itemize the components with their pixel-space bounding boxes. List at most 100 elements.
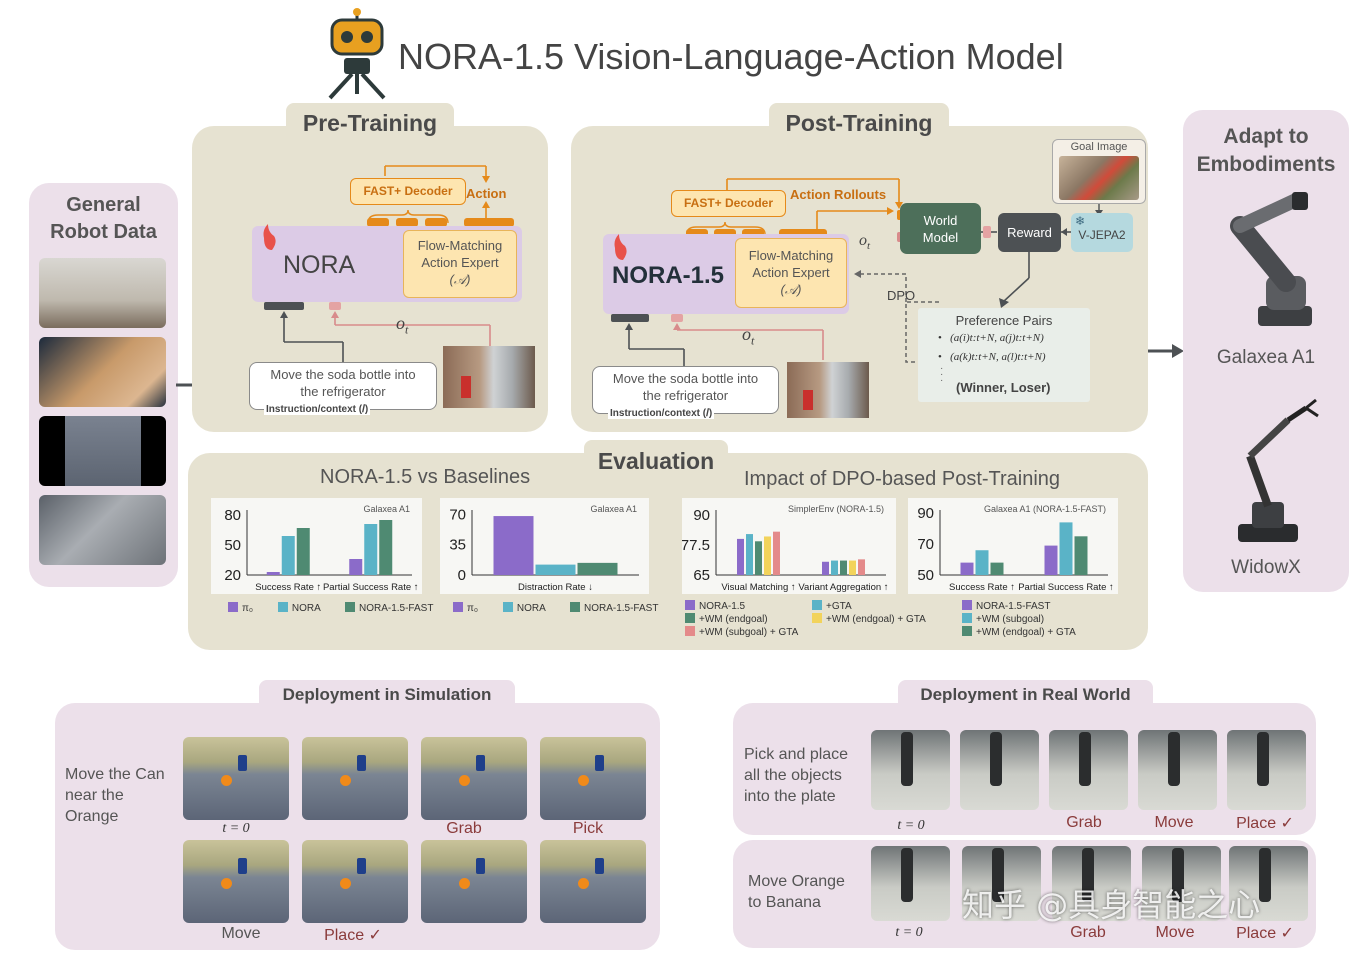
real-frame [1229, 846, 1308, 921]
sim-label-t0: t = 0 [222, 821, 250, 836]
robot-arm-shape [1259, 848, 1271, 902]
snowflake-icon: ❄ [1075, 214, 1086, 228]
y-tick-label: 77.5 [682, 537, 710, 554]
x-tick-label: Visual Matching ↑ [721, 582, 795, 593]
posttraining-decoder: FAST+ Decoder [671, 190, 786, 217]
sim-label-place: Place ✓ [324, 927, 382, 944]
sim-label-grab: Grab [446, 820, 482, 837]
bar [822, 561, 829, 575]
y-tick-label: 35 [449, 537, 466, 554]
robot-data-photo-1 [39, 258, 166, 328]
robot-widowx-label: WidowX [1231, 557, 1301, 578]
preference-row-2: • (a(k)t:t+N, a(l)t:t+N) [938, 351, 1046, 363]
real-frame [871, 846, 950, 921]
legend-item: +WM (endgoal) + GTA [812, 613, 926, 626]
bar [1059, 522, 1073, 575]
pretraining-action-label: Action [466, 186, 507, 201]
robot-data-photo-3 [39, 416, 166, 486]
chart-label: Galaxea A1 [363, 504, 410, 514]
pretraining-expert-line1: Flow-Matching [417, 238, 503, 253]
legend-item: NORA-1.5 [685, 600, 798, 613]
robot-arm-shape [1257, 732, 1269, 786]
eval-right-title: Impact of DPO-based Post-Training [744, 468, 1061, 490]
eval-left-title: NORA-1.5 vs Baselines [320, 466, 531, 488]
legend-dpo-real: NORA-1.5-FAST +WM (subgoal) +WM (endgoal… [962, 600, 1076, 639]
pretraining-expert-symbol: (𝒜) [449, 272, 471, 287]
sim-task-line3: Orange [65, 808, 119, 825]
preference-pairs-title: Preference Pairs [955, 313, 1053, 328]
posttraining-instruction-box: Move the soda bottle into the refrigerat… [592, 366, 779, 414]
real-frame [1052, 846, 1131, 921]
posttraining-instruction-line2: the refrigerator [642, 388, 729, 403]
preference-pairs-box: Preference Pairs • (a(i)t:t+N, a(j)t:t+N… [918, 308, 1090, 402]
x-tick-label: Success Rate ↑ [255, 582, 321, 593]
arrow-post-to-adapt [1148, 344, 1184, 358]
real2-label-move: Move [1155, 924, 1195, 941]
adapt-title-line1: Adapt to [1223, 125, 1309, 148]
can-object [238, 858, 247, 874]
sim-frame [421, 840, 527, 923]
real2-label-place: Place ✓ [1236, 925, 1294, 942]
sim-frame [421, 737, 527, 820]
y-tick-label: 20 [224, 567, 241, 584]
legend-item: π₀ [453, 602, 478, 614]
posttraining-obs-near-wm: ot [859, 232, 870, 252]
bar [764, 536, 771, 575]
pretraining-instruction-caption: Instruction/context (𝐼) [264, 404, 371, 415]
bar [535, 564, 576, 575]
general-title-line2: Robot Data [50, 221, 157, 243]
can-object [476, 858, 485, 874]
x-tick-label: Success Rate ↑ [949, 582, 1015, 593]
bar [960, 562, 974, 575]
bar [755, 541, 762, 575]
sim-frame [183, 737, 289, 820]
legend-baselines-1: π₀ NORA NORA-1.5-FAST [228, 602, 433, 614]
posttraining-obs-subscript: t [751, 333, 755, 348]
general-robot-data-title: General Robot Data [29, 192, 178, 246]
dpo-label: DPO [887, 288, 916, 303]
real-task2-line2: to Banana [748, 894, 821, 911]
pretraining-instruction-line2: the refrigerator [300, 384, 386, 399]
bar [1074, 536, 1088, 575]
real1-label-t0: t = 0 [897, 818, 925, 833]
posttraining-fridge-photo [787, 362, 869, 418]
robot-galaxea-label: Galaxea A1 [1216, 347, 1316, 368]
y-tick-label: 70 [917, 536, 934, 553]
real-task1-line3: into the plate [744, 788, 836, 805]
watermark: 知乎 @具身智能之心 [962, 886, 1261, 924]
chart-label: Galaxea A1 (NORA-1.5-FAST) [984, 504, 1106, 514]
pretraining-fridge-photo [443, 346, 535, 408]
legend-baselines-2: π₀ NORA NORA-1.5-FAST [453, 602, 658, 614]
robot-logo-icon [322, 8, 392, 100]
bar [281, 536, 295, 575]
robot-data-photo-2 [39, 337, 166, 407]
bar [840, 560, 847, 575]
y-tick-label: 50 [224, 537, 241, 554]
legend-item: +GTA [812, 600, 926, 613]
legend-item: +WM (subgoal) + GTA [685, 626, 798, 639]
orange-object [221, 878, 232, 889]
legend-item: NORA [502, 602, 545, 614]
preference-row-1-text: (a(i)t:t+N, a(j)t:t+N) [950, 332, 1044, 344]
y-tick-label: 80 [224, 507, 241, 524]
legend-item: +WM (endgoal) [685, 613, 798, 626]
sim-frame [302, 840, 408, 923]
robot-arm-shape [992, 848, 1004, 902]
legend-item: NORA [277, 602, 320, 614]
robot-arm-shape [1168, 732, 1180, 786]
legend-dpo-sim-2: +GTA +WM (endgoal) + GTA [812, 600, 926, 626]
posttraining-expert-line1: Flow-Matching [748, 248, 834, 263]
bar [493, 516, 534, 575]
posttraining-tab: Post-Training [769, 103, 949, 139]
can-object [357, 858, 366, 874]
sim-tab: Deployment in Simulation [259, 680, 515, 710]
general-title-line1: General [66, 194, 141, 216]
orange-object [459, 878, 470, 889]
robot-data-photo-4 [39, 495, 166, 565]
wm-obs-subscript: t [867, 240, 871, 253]
legend-item: NORA-1.5-FAST [962, 600, 1076, 613]
pretraining-expert-line2: Action Expert [421, 255, 499, 270]
real-frame [960, 730, 1039, 810]
